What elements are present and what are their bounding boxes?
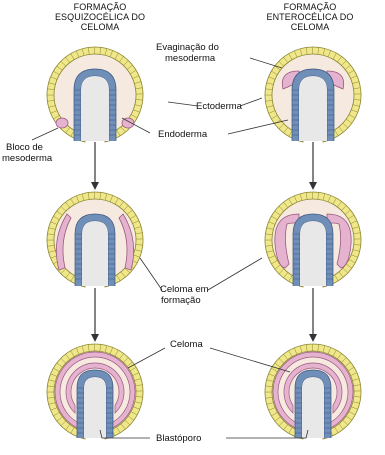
- leader-bloco: [32, 128, 58, 140]
- embryo-schizo-stage2: [47, 192, 143, 287]
- label-bloco-2: mesoderma: [2, 153, 53, 164]
- embryo-entero-stage1: [265, 47, 361, 142]
- label-endoderma: Endoderma: [158, 129, 208, 140]
- label-blastoporo: Blastóporo: [156, 433, 201, 444]
- embryo-entero-stage3: [265, 344, 361, 439]
- label-celoma-formacao-1: Celoma em: [160, 284, 209, 295]
- label-celoma-formacao-2: formação: [161, 295, 201, 306]
- label-bloco-1: Bloco de: [6, 142, 43, 153]
- embryo-entero-stage2: [265, 192, 361, 287]
- archenteron-cavity: [84, 377, 106, 438]
- mesoderm-block-left: [56, 118, 68, 128]
- leader-ectoderma: [168, 102, 198, 106]
- archenteron-cavity: [81, 76, 109, 141]
- embryo-schizo-stage3: [47, 344, 143, 439]
- label-evaginacao-2: mesoderma: [165, 53, 216, 64]
- archenteron-cavity: [299, 76, 327, 141]
- leader-celoma-formacao-left: [140, 258, 162, 290]
- embryo-schizo-stage1: [47, 47, 143, 142]
- leader-ectoderma-right: [240, 98, 262, 106]
- archenteron-cavity: [302, 377, 324, 438]
- archenteron-cavity: [300, 221, 326, 286]
- label-ectoderma: Ectoderma: [196, 101, 243, 112]
- archenteron-cavity: [82, 221, 108, 286]
- leader-celoma-left: [128, 348, 165, 368]
- label-celoma: Celoma: [170, 339, 203, 350]
- label-evaginacao-1: Evaginação do: [156, 42, 219, 53]
- mesoderm-block-right: [122, 118, 134, 128]
- leader-celoma-formacao-right: [208, 258, 262, 290]
